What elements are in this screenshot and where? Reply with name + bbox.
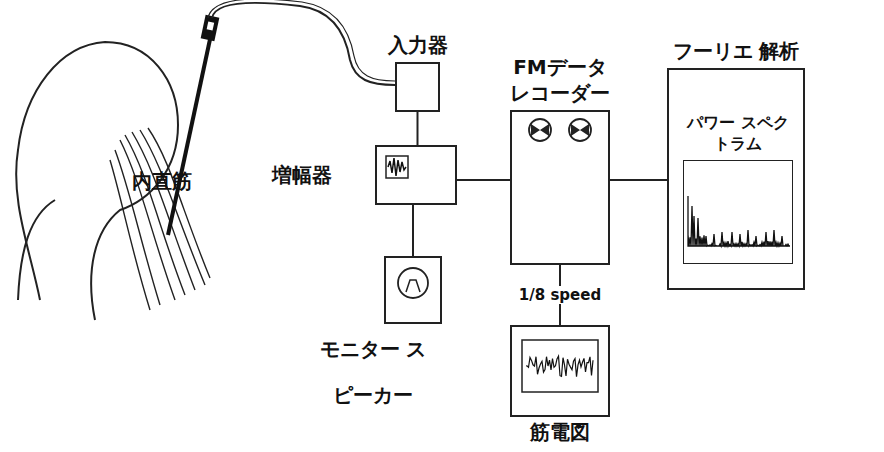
tape-reel-hub — [571, 124, 589, 136]
electrode-needle — [168, 30, 212, 235]
device-label: フーリエ 解析 — [673, 38, 800, 64]
device-label: 増幅器 — [272, 162, 332, 188]
tape-reel — [569, 119, 591, 141]
electrode-wire — [212, 3, 395, 85]
amplifier-signal — [388, 158, 406, 176]
optic-outline — [18, 200, 55, 300]
device-label: 筋電図 — [530, 419, 590, 445]
speaker-cone — [398, 268, 428, 298]
device-box: 筋電図 — [510, 325, 610, 417]
amplifier-icon — [386, 156, 408, 178]
signal-line — [457, 179, 510, 181]
device-box: 入力器 — [395, 62, 440, 112]
device-box: パワー スペクトラム — [683, 160, 793, 264]
signal-line — [610, 179, 667, 181]
device-box: フーリエ 解析パワー スペクトラム — [667, 68, 805, 290]
tape-reel — [529, 119, 551, 141]
tape-reel-hub — [531, 124, 549, 136]
electrode-wire — [208, 0, 395, 81]
edge-label: 1/8 speed — [516, 286, 604, 304]
device-label: パワー スペクトラム — [683, 113, 793, 155]
device-box: FMデータ レコーダー — [510, 110, 610, 265]
device-label: モニター スピーカー — [318, 326, 428, 418]
signal-line — [412, 205, 414, 256]
emg-screen — [522, 340, 598, 392]
electrode-holder — [201, 15, 220, 41]
spectrum-trace — [688, 196, 790, 246]
device-box: 増幅器 — [375, 145, 457, 205]
medial-rectus-muscle — [110, 128, 210, 310]
electrode-holder-window — [207, 22, 215, 31]
device-label: FMデータ レコーダー — [500, 54, 620, 106]
device-box: モニター スピーカー — [384, 256, 442, 324]
emg-trace — [526, 356, 593, 377]
signal-line — [417, 112, 419, 145]
device-label: 入力器 — [388, 32, 448, 58]
speaker-symbol — [406, 280, 420, 292]
muscle-label: 内直筋 — [132, 168, 192, 195]
